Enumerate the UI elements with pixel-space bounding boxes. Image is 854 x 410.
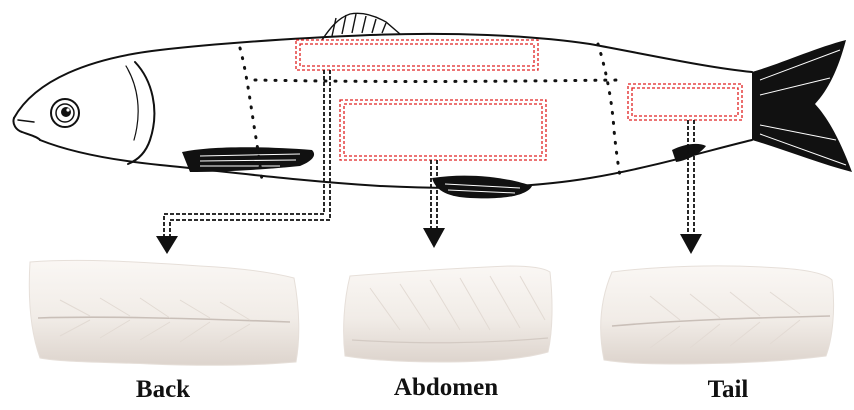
pectoral-fin (182, 147, 314, 172)
region-box-back (296, 40, 538, 70)
fillet-abdomen (344, 266, 552, 362)
arrow-abdomen (431, 160, 437, 230)
region-box-abdomen (340, 100, 546, 160)
arrow-tail (688, 120, 694, 236)
fish-outline (13, 34, 752, 188)
label-back: Back (136, 376, 190, 404)
arrow-abdomen-head (423, 228, 445, 248)
pelvic-fin (432, 176, 532, 199)
fish-eye (51, 99, 79, 127)
caudal-fin (752, 40, 852, 172)
fillet-tail (601, 266, 834, 364)
arrow-back-head (156, 236, 178, 254)
fillet-back (29, 260, 298, 365)
arrow-tail-head (680, 234, 702, 254)
region-box-tail (628, 84, 742, 120)
label-abdomen: Abdomen (394, 374, 498, 402)
label-tail: Tail (708, 376, 749, 404)
